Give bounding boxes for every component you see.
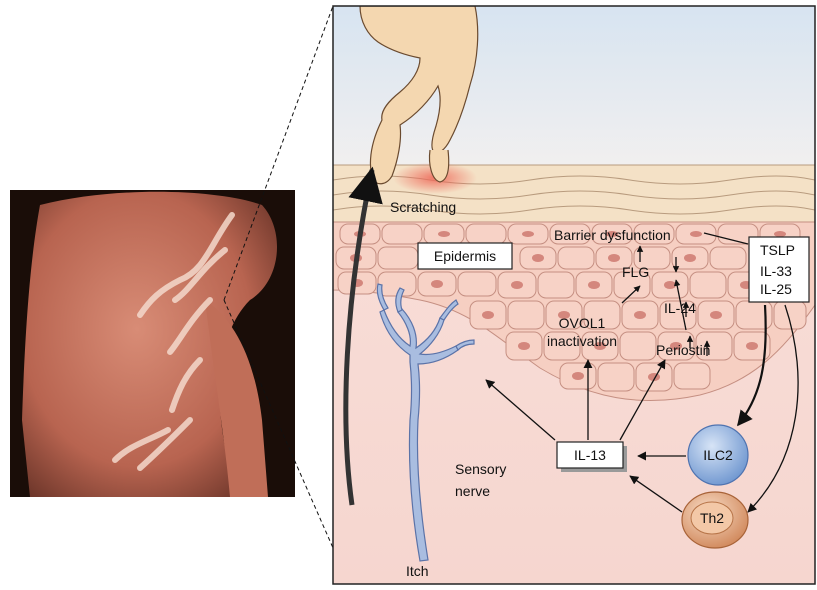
ovol1-label: OVOL1 [559, 315, 606, 331]
nerve-label: nerve [455, 483, 490, 499]
tslp-label: TSLP [760, 242, 795, 258]
epidermis-box: Epidermis [418, 243, 512, 269]
sensory-label: Sensory [455, 461, 506, 477]
il13-label: IL-13 [574, 447, 606, 463]
periostin-label: Periostin [656, 342, 710, 358]
ilc2-label: ILC2 [703, 447, 733, 463]
il33-label: IL-33 [760, 263, 792, 279]
itch-label: Itch [406, 563, 429, 579]
epidermis-label: Epidermis [434, 248, 496, 264]
flg-label: FLG [622, 264, 649, 280]
il13-box: IL-13 [557, 442, 627, 472]
th2-label: Th2 [700, 510, 724, 526]
skin-panel [333, 6, 815, 584]
il24-label: IL-24 [664, 300, 696, 316]
barrier-dysfunction-label: Barrier dysfunction [554, 227, 671, 243]
skin-photo [10, 190, 295, 497]
scratching-label: Scratching [390, 199, 456, 215]
il25-label: IL-25 [760, 281, 792, 297]
cytokine-box: TSLP IL-33 IL-25 [749, 237, 809, 302]
inactivation-label: inactivation [547, 333, 617, 349]
